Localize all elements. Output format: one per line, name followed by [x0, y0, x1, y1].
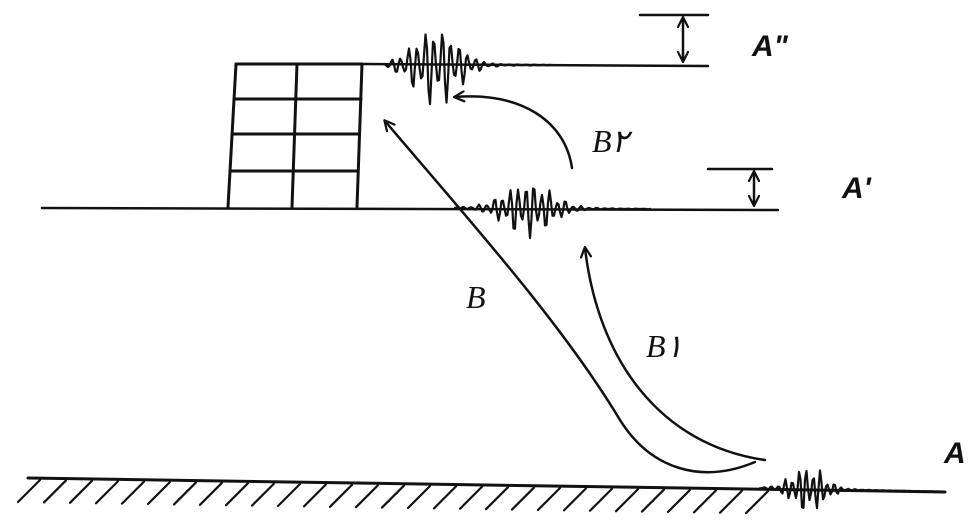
bedrock-hatching [16, 478, 770, 515]
roof-seismogram [383, 33, 552, 106]
hatch-mark [328, 483, 354, 508]
hatch-mark [692, 489, 718, 514]
label-direct-wave: B [466, 279, 486, 315]
building-frame [226, 62, 364, 209]
label-roof-amplitude: A" [751, 30, 789, 63]
bedrock-line [26, 476, 947, 494]
direct-wave-arrow [385, 121, 757, 474]
building-column [355, 62, 364, 209]
hatch-mark [666, 488, 692, 514]
hatch-mark [250, 482, 276, 507]
hatch-mark [588, 487, 614, 512]
hatch-mark [198, 481, 224, 506]
hatch-mark [510, 486, 536, 511]
hatch-mark [146, 480, 172, 506]
hatch-mark [380, 484, 406, 509]
ground-surface-line [40, 206, 780, 212]
label-ground-wave: B١ [646, 328, 683, 364]
hatch-mark [224, 482, 250, 507]
roof-amplitude-marker [638, 13, 710, 61]
hatch-mark [172, 481, 198, 506]
surface-seismogram [453, 187, 652, 240]
label-surface-amplitude: A' [841, 172, 872, 205]
bedrock-seismogram [758, 469, 946, 510]
hatch-mark [744, 490, 770, 515]
label-building-wave: B٢ [592, 123, 633, 159]
hatch-mark [614, 488, 640, 513]
hatch-mark [120, 480, 146, 505]
hatch-mark [16, 478, 42, 504]
hatch-mark [42, 479, 68, 504]
surface-amplitude-marker [706, 167, 774, 205]
building-wave-arrow [455, 96, 574, 170]
hatch-mark [562, 487, 588, 512]
ground-wave-arrow [585, 248, 767, 462]
hatch-mark [68, 479, 94, 504]
hatch-mark [406, 484, 432, 510]
hatch-mark [640, 488, 666, 513]
hatch-mark [458, 485, 484, 510]
hatch-mark [302, 483, 328, 508]
hatch-mark [484, 486, 510, 511]
hatch-mark [276, 482, 302, 508]
hatch-mark [718, 489, 744, 514]
hatch-mark [432, 485, 458, 510]
bedrock [16, 476, 947, 515]
hatch-mark [94, 480, 120, 505]
hatch-mark [354, 484, 380, 509]
label-bedrock-motion: A [943, 437, 966, 470]
hatch-mark [536, 486, 562, 512]
